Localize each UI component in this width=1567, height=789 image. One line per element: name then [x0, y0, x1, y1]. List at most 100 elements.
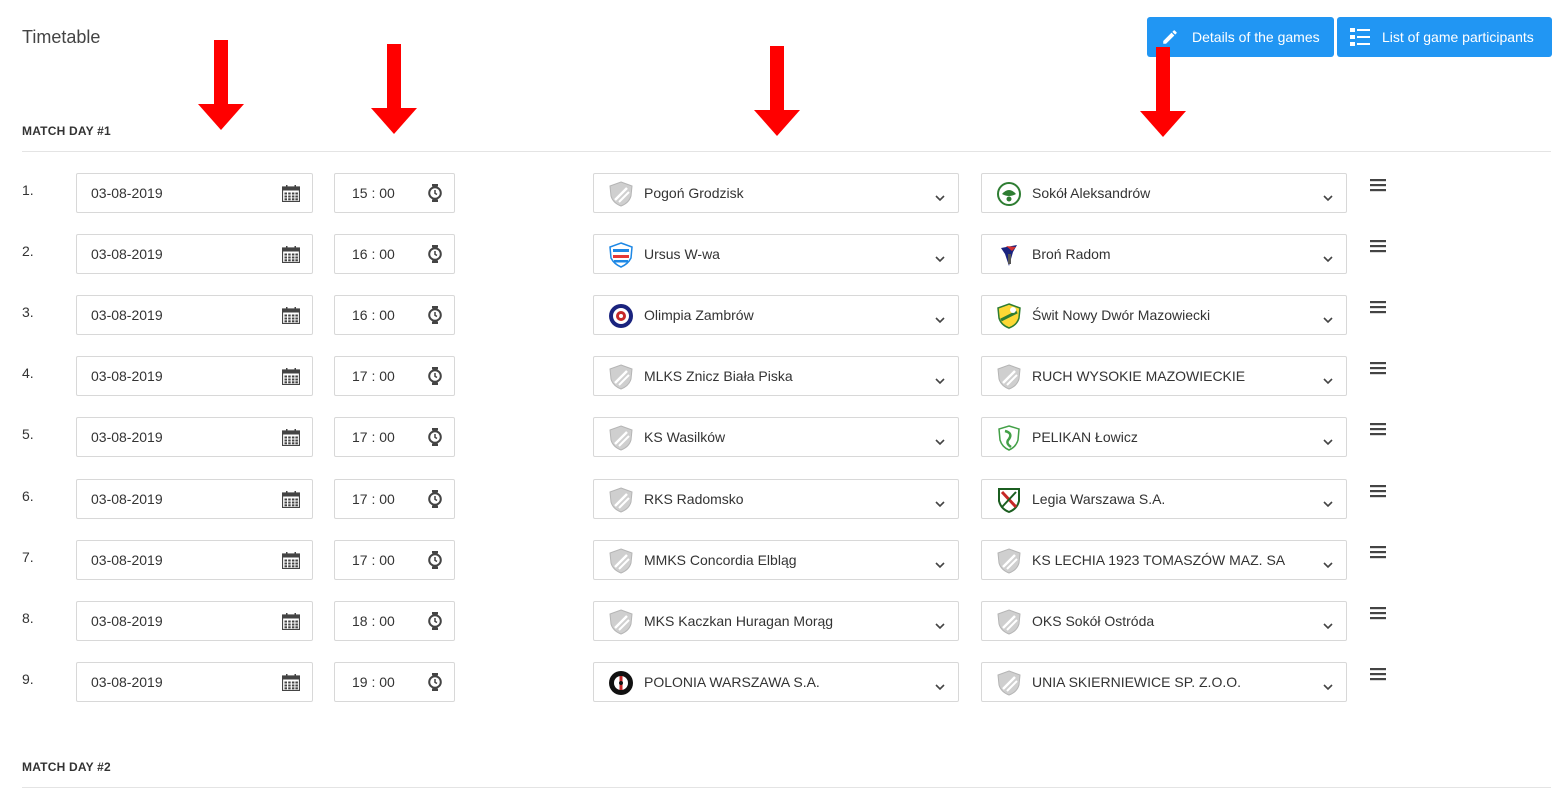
- time-input[interactable]: 16 : 00: [334, 295, 455, 335]
- stopwatch-icon[interactable]: [428, 673, 442, 694]
- home-team-select[interactable]: Olimpia Zambrów: [593, 295, 959, 335]
- drag-handle-icon[interactable]: [1370, 545, 1386, 559]
- calendar-icon[interactable]: [281, 368, 301, 388]
- polonia-crest-icon: [609, 671, 633, 695]
- home-team-select[interactable]: MKS Kaczkan Huragan Morąg: [593, 601, 959, 641]
- chevron-down-icon: [1323, 433, 1333, 449]
- home-team-select[interactable]: POLONIA WARSZAWA S.A.: [593, 662, 959, 702]
- time-value: 15 : 00: [352, 185, 395, 201]
- stopwatch-icon[interactable]: [428, 551, 442, 572]
- calendar-icon[interactable]: [281, 246, 301, 266]
- date-input[interactable]: 03-08-2019: [76, 601, 313, 641]
- time-input[interactable]: 16 : 00: [334, 234, 455, 274]
- date-input[interactable]: 03-08-2019: [76, 479, 313, 519]
- list-of-participants-button[interactable]: List of game participants: [1337, 17, 1552, 57]
- away-team-select[interactable]: Świt Nowy Dwór Mazowiecki: [981, 295, 1347, 335]
- date-value: 03-08-2019: [91, 491, 163, 507]
- date-input[interactable]: 03-08-2019: [76, 417, 313, 457]
- pelikan-crest-icon: [998, 425, 1020, 451]
- date-input[interactable]: 03-08-2019: [76, 295, 313, 335]
- chevron-down-icon: [935, 189, 945, 205]
- drag-handle-icon[interactable]: [1370, 606, 1386, 620]
- stopwatch-icon[interactable]: [428, 367, 442, 388]
- drag-handle-icon[interactable]: [1370, 178, 1386, 192]
- drag-handle-icon[interactable]: [1370, 361, 1386, 375]
- page-title: Timetable: [22, 27, 101, 47]
- match-day-heading: MATCH DAY #2: [22, 760, 111, 774]
- away-team-select[interactable]: PELIKAN Łowicz: [981, 417, 1347, 457]
- home-team-select[interactable]: RKS Radomsko: [593, 479, 959, 519]
- chevron-down-icon: [1323, 372, 1333, 388]
- calendar-icon[interactable]: [281, 307, 301, 327]
- calendar-icon[interactable]: [281, 552, 301, 572]
- drag-handle-icon[interactable]: [1370, 484, 1386, 498]
- home-team-select[interactable]: Ursus W-wa: [593, 234, 959, 274]
- divider: [22, 787, 1551, 788]
- away-team-name: PELIKAN Łowicz: [1032, 429, 1138, 445]
- generic-crest-icon: [609, 487, 633, 513]
- date-input[interactable]: 03-08-2019: [76, 540, 313, 580]
- ursus-crest-icon: [609, 242, 633, 268]
- date-value: 03-08-2019: [91, 613, 163, 629]
- home-team-select[interactable]: MLKS Znicz Biała Piska: [593, 356, 959, 396]
- chevron-down-icon: [935, 617, 945, 633]
- away-team-name: OKS Sokół Ostróda: [1032, 613, 1155, 629]
- away-team-name: Legia Warszawa S.A.: [1032, 491, 1166, 507]
- away-team-select[interactable]: UNIA SKIERNIEWICE SP. Z.O.O.: [981, 662, 1347, 702]
- time-input[interactable]: 17 : 00: [334, 417, 455, 457]
- date-value: 03-08-2019: [91, 552, 163, 568]
- stopwatch-icon[interactable]: [428, 184, 442, 205]
- calendar-icon[interactable]: [281, 613, 301, 633]
- chevron-down-icon: [1323, 495, 1333, 511]
- drag-handle-icon[interactable]: [1370, 300, 1386, 314]
- time-input[interactable]: 19 : 00: [334, 662, 455, 702]
- home-team-select[interactable]: Pogoń Grodzisk: [593, 173, 959, 213]
- drag-handle-icon[interactable]: [1370, 422, 1386, 436]
- calendar-icon[interactable]: [281, 185, 301, 205]
- sokol-crest-icon: [997, 182, 1021, 206]
- chevron-down-icon: [1323, 617, 1333, 633]
- stopwatch-icon[interactable]: [428, 245, 442, 266]
- chevron-down-icon: [935, 311, 945, 327]
- calendar-icon[interactable]: [281, 674, 301, 694]
- chevron-down-icon: [935, 495, 945, 511]
- stopwatch-icon[interactable]: [428, 612, 442, 633]
- away-team-select[interactable]: Sokół Aleksandrów: [981, 173, 1347, 213]
- chevron-down-icon: [935, 678, 945, 694]
- away-team-select[interactable]: RUCH WYSOKIE MAZOWIECKIE: [981, 356, 1347, 396]
- chevron-down-icon: [1323, 556, 1333, 572]
- time-input[interactable]: 15 : 00: [334, 173, 455, 213]
- stopwatch-icon[interactable]: [428, 428, 442, 449]
- away-team-select[interactable]: KS LECHIA 1923 TOMASZÓW MAZ. SA: [981, 540, 1347, 580]
- calendar-icon[interactable]: [281, 429, 301, 449]
- generic-crest-icon: [997, 364, 1021, 390]
- drag-handle-icon[interactable]: [1370, 239, 1386, 253]
- time-input[interactable]: 17 : 00: [334, 540, 455, 580]
- home-team-select[interactable]: KS Wasilków: [593, 417, 959, 457]
- list-icon: [1350, 27, 1370, 47]
- date-value: 03-08-2019: [91, 307, 163, 323]
- date-input[interactable]: 03-08-2019: [76, 173, 313, 213]
- time-input[interactable]: 17 : 00: [334, 479, 455, 519]
- time-input[interactable]: 17 : 00: [334, 356, 455, 396]
- generic-crest-icon: [609, 609, 633, 635]
- time-value: 17 : 00: [352, 368, 395, 384]
- date-input[interactable]: 03-08-2019: [76, 234, 313, 274]
- home-team-select[interactable]: MMKS Concordia Elbląg: [593, 540, 959, 580]
- away-team-select[interactable]: Broń Radom: [981, 234, 1347, 274]
- away-team-select[interactable]: OKS Sokół Ostróda: [981, 601, 1347, 641]
- away-team-select[interactable]: Legia Warszawa S.A.: [981, 479, 1347, 519]
- date-value: 03-08-2019: [91, 429, 163, 445]
- stopwatch-icon[interactable]: [428, 306, 442, 327]
- home-team-name: MLKS Znicz Biała Piska: [644, 368, 793, 384]
- details-of-games-button[interactable]: Details of the games: [1147, 17, 1334, 57]
- time-input[interactable]: 18 : 00: [334, 601, 455, 641]
- date-input[interactable]: 03-08-2019: [76, 356, 313, 396]
- stopwatch-icon[interactable]: [428, 490, 442, 511]
- drag-handle-icon[interactable]: [1370, 667, 1386, 681]
- calendar-icon[interactable]: [281, 491, 301, 511]
- date-input[interactable]: 03-08-2019: [76, 662, 313, 702]
